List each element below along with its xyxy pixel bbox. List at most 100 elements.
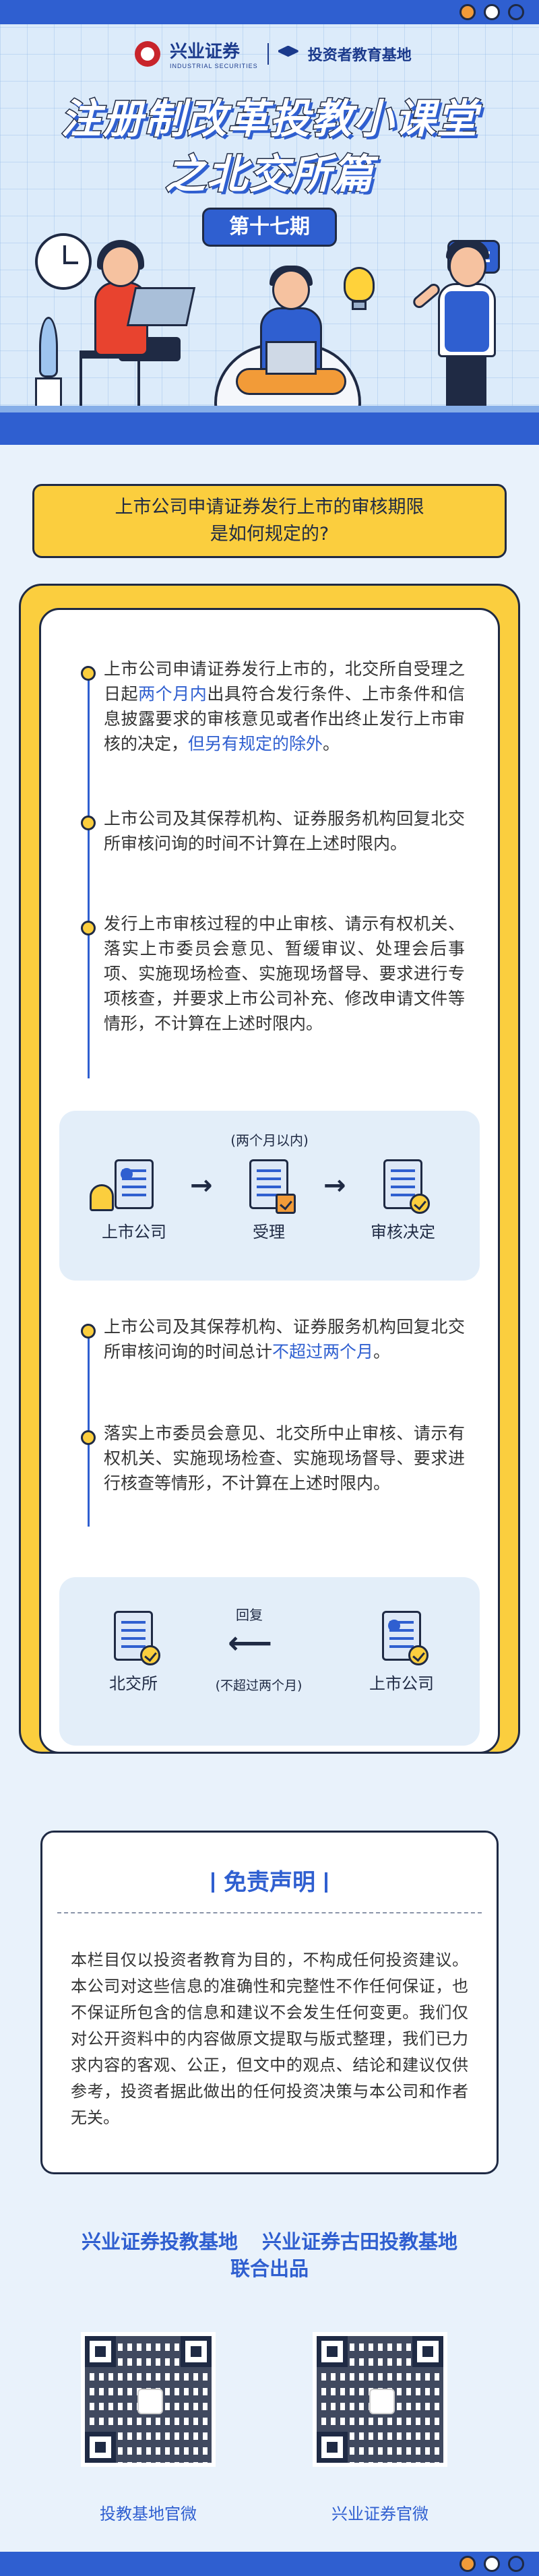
timeline-bullet (81, 816, 96, 830)
main-title: 注册制改革投教小课堂 (60, 95, 478, 144)
qr-finder-icon (181, 2336, 212, 2367)
body-text: 。 (373, 1342, 391, 1361)
dashed-divider (57, 1912, 482, 1913)
producers-line: 兴业证券投教基地 兴业证券古田投教基地 (0, 2228, 539, 2255)
lightbulb-base-icon (352, 301, 367, 310)
producer-a: 兴业证券投教基地 (81, 2230, 238, 2253)
brand-logo-icon (135, 40, 160, 67)
body-text: 出具符合发行条件、上市条件和信息披露要求的审核意见或者作出终止发行上市审核的决定… (104, 684, 465, 754)
highlight-text: 但另有规定的除外 (188, 734, 323, 754)
header-banner: 兴业证券 INDUSTRIAL SECURITIES 投资者教育基地 注册制改革… (0, 0, 539, 445)
producer-b: 兴业证券古田投教基地 (262, 2230, 458, 2253)
timeline-line (88, 1324, 90, 1527)
checkmark-icon (410, 1194, 430, 1214)
top-bar (0, 0, 539, 24)
flow-node-company: 上市公司 (341, 1611, 462, 1694)
approved-document-icon (383, 1159, 430, 1214)
arrow-badge-icon (276, 1194, 296, 1214)
arrow-right-icon: → (190, 1170, 213, 1201)
question-text: 上市公司申请证券发行上市的审核期限是如何规定的? (115, 497, 424, 545)
orange-dot-icon (459, 4, 476, 20)
checkmark-icon (408, 1645, 429, 1665)
timeline-bullet (81, 921, 96, 936)
qr-finder-icon (412, 2336, 443, 2367)
company-document-icon (90, 1159, 154, 1211)
highlight-text: 不超过两个月 (272, 1342, 374, 1361)
heading-bar-icon (325, 1872, 327, 1893)
brand-subtitle: INDUSTRIAL SECURITIES (170, 63, 258, 69)
edu-base-name: 投资者教育基地 (307, 47, 412, 64)
logo-row: 兴业证券 INDUSTRIAL SECURITIES 投资者教育基地 (135, 38, 412, 69)
body-text: 。 (323, 734, 340, 754)
arrow-left-icon: ⟵ (228, 1624, 272, 1661)
flow-step-company: 上市公司 (84, 1159, 185, 1242)
person-icon (121, 1168, 133, 1180)
man-head-illustration (272, 270, 310, 310)
qr-code-left[interactable] (81, 2332, 216, 2467)
qr-label-left: 投教基地官微 (100, 2505, 197, 2523)
highlight-text: 两个月内 (138, 684, 208, 704)
white-dot-icon (484, 4, 500, 20)
flow-step-label: 审核决定 (371, 1223, 435, 1241)
qr-finder-icon (317, 2336, 348, 2367)
timeline-bullet (81, 666, 96, 681)
body-text: 上市公司及其保荐机构、证券服务机构回复北交所审核问询的时间不计算在上述时限内。 (104, 809, 465, 853)
flow-step-label: 上市公司 (102, 1223, 166, 1241)
qr-logo-icon (369, 2389, 395, 2414)
flow-node-exchange: 北交所 (86, 1611, 181, 1694)
standing-man-vest-illustration (445, 291, 489, 352)
qr-label-right: 兴业证券官微 (331, 2505, 429, 2523)
paragraph: 上市公司及其保荐机构、证券服务机构回复北交所审核问询的时间总计不超过两个月。 (104, 1314, 465, 1364)
bottom-bar (0, 2552, 539, 2576)
reply-label: 回复 (236, 1607, 263, 1623)
issue-badge: 第十七期 (202, 208, 337, 247)
time-limit-label: (不超过两个月) (215, 1678, 303, 1693)
flow-diagram-review: (两个月以内) 上市公司 → 受理 → 审核决定 (59, 1111, 480, 1281)
producers-block: 兴业证券投教基地 兴业证券古田投教基地 联合出品 (0, 2228, 539, 2282)
standing-man-head-illustration (449, 245, 486, 287)
joint-production: 联合出品 (230, 2257, 309, 2280)
body-text: 上市公司及其保荐机构、证券服务机构回复北交所审核问询的时间总计 (104, 1317, 465, 1361)
flow-step-label: 受理 (253, 1223, 285, 1241)
brand-block: 兴业证券 INDUSTRIAL SECURITIES (170, 38, 258, 69)
paragraph: 发行上市审核过程的中止审核、请示有权机关、落实上市委员会意见、暂缓审议、处理会后… (104, 911, 465, 1036)
flow-step-decision: 审核决定 (349, 1159, 457, 1242)
floor-strip (0, 406, 539, 445)
qr-code-right[interactable] (313, 2332, 447, 2467)
disclaimer-heading: 免责声明 (42, 1864, 497, 1897)
handoff-document-icon (249, 1159, 296, 1214)
flow-node-label: 上市公司 (369, 1674, 434, 1693)
heading-bar-icon (212, 1872, 214, 1893)
plant-pot-icon (35, 377, 62, 411)
qr-logo-icon (137, 2389, 163, 2414)
person-icon (388, 1620, 400, 1632)
company-document-icon (382, 1611, 429, 1665)
qr-finder-icon (317, 2432, 348, 2463)
flow-diagram-reply: 北交所 回复 ⟵ (不超过两个月) 上市公司 (59, 1577, 480, 1746)
woman-head-illustration (101, 245, 140, 287)
window-dots (459, 4, 524, 20)
body-text: 发行上市审核过程的中止审核、请示有权机关、落实上市委员会意见、暂缓审议、处理会后… (104, 914, 465, 1033)
exchange-document-icon (114, 1611, 160, 1665)
checkmark-icon (140, 1645, 160, 1665)
main-subtitle: 之北交所篇 (164, 150, 374, 200)
paragraph: 落实上市委员会意见、北交所中止审核、请示有权机关、实施现场检查、实施现场督导、要… (104, 1421, 465, 1496)
clock-icon (35, 233, 92, 290)
laptop-icon (126, 287, 196, 326)
qr-finder-icon (85, 2336, 116, 2367)
flow-caption: (两个月以内) (230, 1132, 309, 1148)
brand-name: 兴业证券 (170, 42, 241, 62)
graduation-cap-icon (278, 45, 298, 57)
laptop-icon (265, 341, 317, 375)
standing-man-legs-illustration (446, 356, 486, 414)
arrow-right-icon: → (323, 1170, 346, 1201)
lightbulb-icon (344, 267, 375, 302)
disclaimer-box: 免责声明 本栏目仅以投资者教育为目的，不构成任何投资建议。本公司对这些信息的准确… (40, 1831, 499, 2174)
orange-dot-icon (459, 2556, 476, 2572)
white-dot-icon (484, 2556, 500, 2572)
flow-step-accept: 受理 (218, 1159, 319, 1242)
plant-icon (39, 317, 58, 377)
flow-node-label: 北交所 (109, 1674, 158, 1693)
body-text: 上市公司申请证券发行上市的，北交所自受理之日起 (104, 659, 465, 704)
